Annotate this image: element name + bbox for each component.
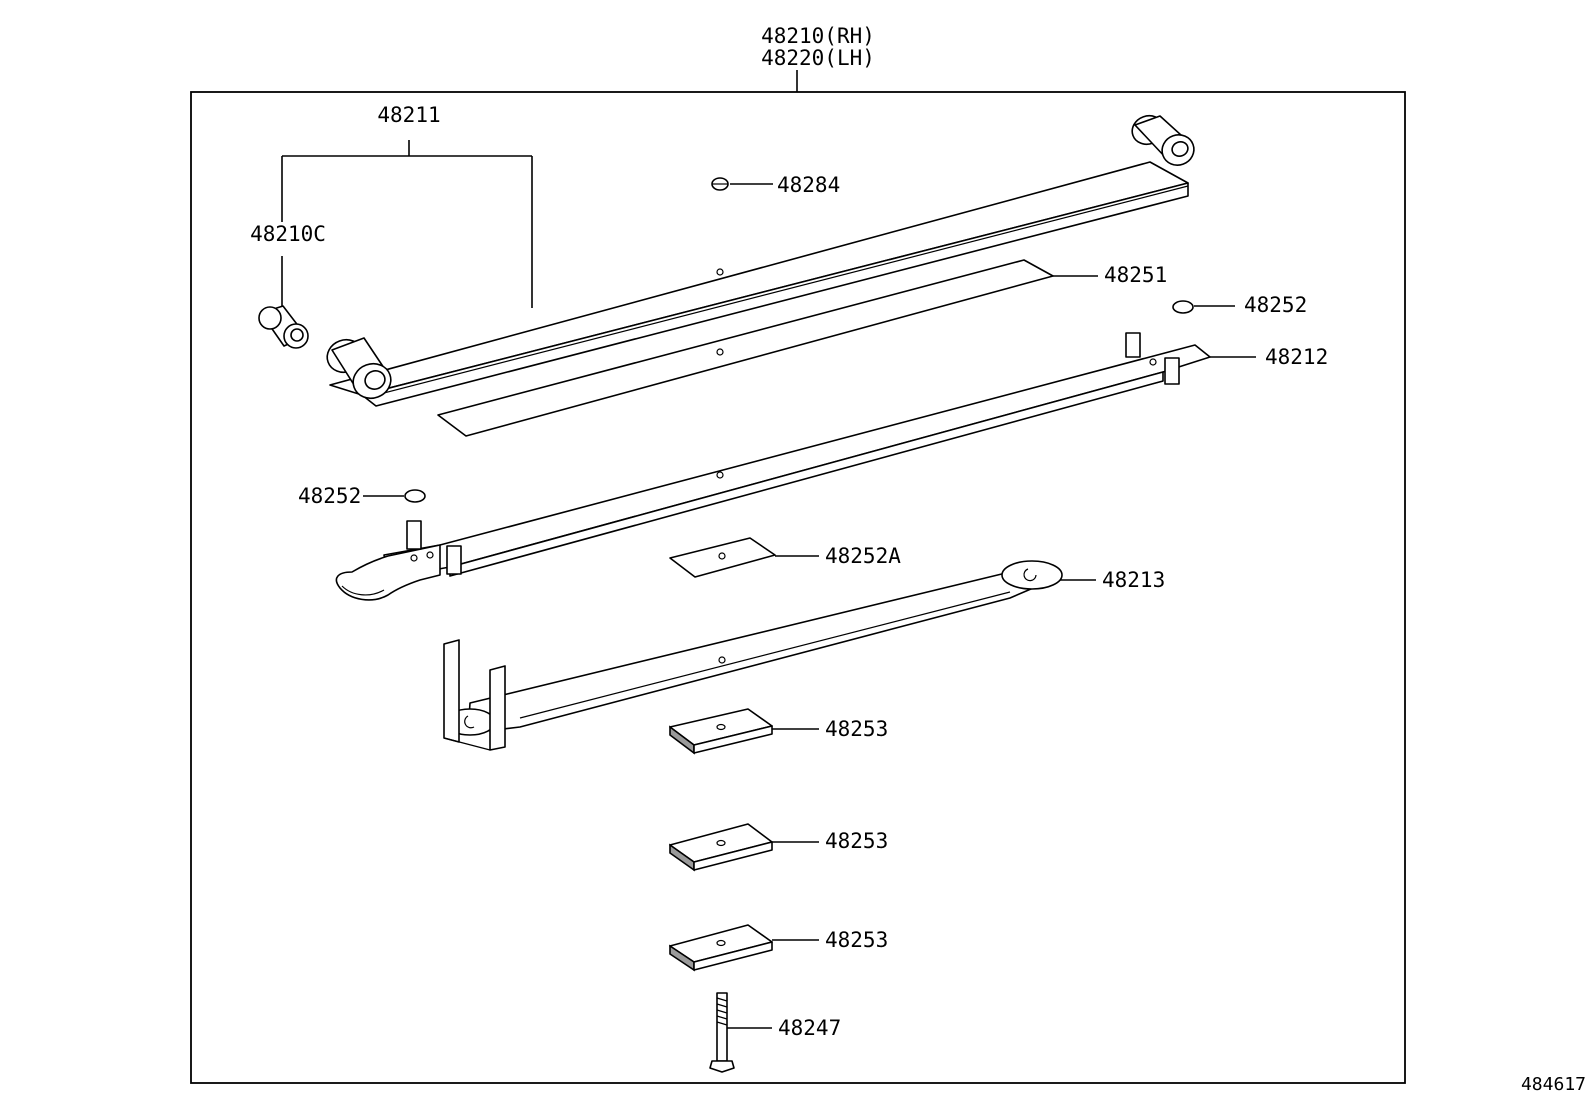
- label-48252A: 48252A: [825, 544, 901, 568]
- insert-left-part: [404, 489, 426, 503]
- spacer-3-part: [669, 924, 773, 972]
- figure-number: 484617: [1521, 1074, 1586, 1095]
- label-48253-3: 48253: [825, 928, 888, 952]
- label-48252-left: 48252: [298, 484, 361, 508]
- liner-2-hole: [718, 552, 726, 560]
- label-48211: 48211: [377, 103, 440, 127]
- main-leaf-part: [326, 114, 1195, 407]
- nut-part: [711, 177, 729, 191]
- leaf-2-part: [335, 332, 1211, 601]
- label-48252-right: 48252: [1244, 293, 1307, 317]
- label-48247: 48247: [778, 1016, 841, 1040]
- label-48253-2: 48253: [825, 829, 888, 853]
- liner-1-hole: [716, 348, 724, 356]
- center-bolt-part: [709, 992, 735, 1073]
- label-48251: 48251: [1104, 263, 1167, 287]
- bushing-part: [258, 305, 309, 349]
- leaf-3-part: [443, 560, 1063, 751]
- label-48212: 48212: [1265, 345, 1328, 369]
- label-48253-1: 48253: [825, 717, 888, 741]
- spacer-2-part: [669, 823, 773, 872]
- assembly-label-rh: 48210(RH): [761, 24, 875, 48]
- label-48210C: 48210C: [250, 222, 326, 246]
- assembly-label-lh: 48220(LH): [761, 46, 875, 70]
- insert-right-part: [1172, 300, 1194, 314]
- assembly-frame: [190, 91, 1406, 1084]
- label-48213: 48213: [1102, 568, 1165, 592]
- spacer-1-part: [669, 708, 773, 755]
- label-48284: 48284: [777, 173, 840, 197]
